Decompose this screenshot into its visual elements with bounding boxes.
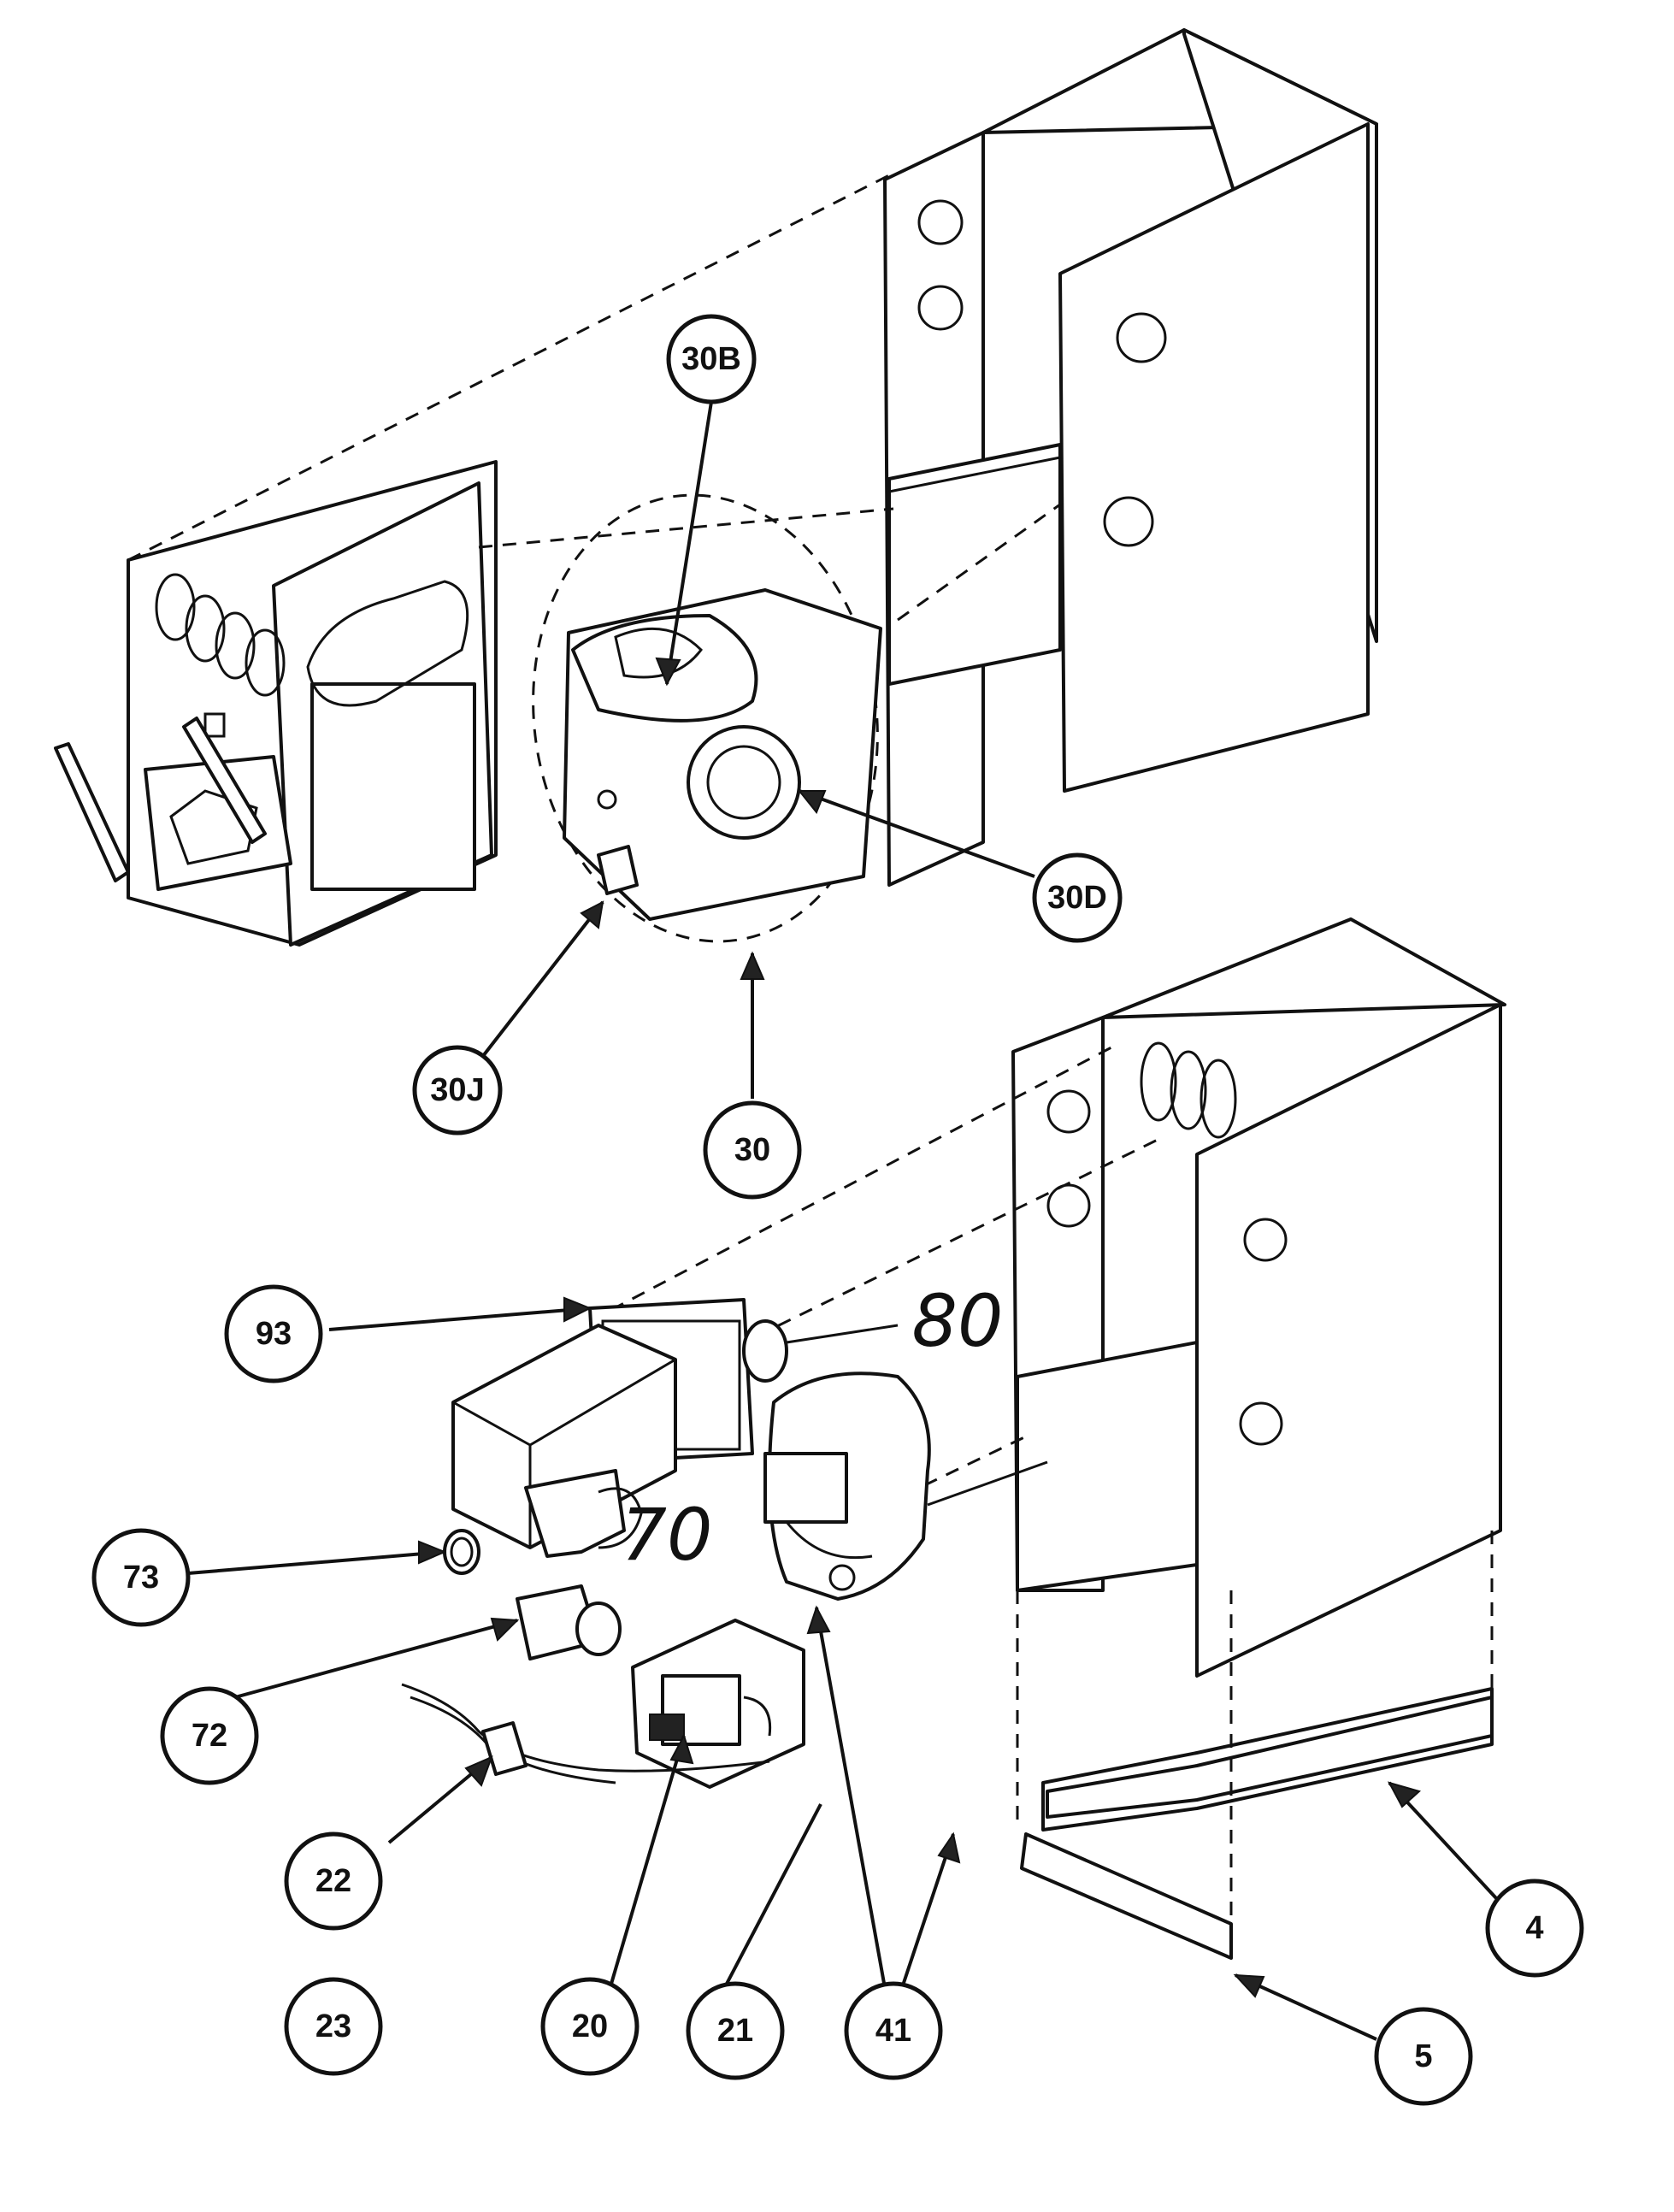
callout-20: 20 <box>540 1977 640 2076</box>
callout-label-93: 93 <box>256 1316 292 1352</box>
callout-label-21: 21 <box>717 2013 753 2049</box>
callout-label-20: 20 <box>572 2008 608 2044</box>
callout-72: 72 <box>160 1686 259 1785</box>
callout-label-41: 41 <box>875 2013 911 2049</box>
blower-assembly <box>532 493 882 943</box>
callout-93: 93 <box>224 1284 323 1383</box>
callout-label-30D: 30D <box>1047 880 1107 916</box>
burner-assembly <box>451 1298 754 1558</box>
callout-23: 23 <box>284 1977 383 2076</box>
callout-5: 5 <box>1374 2007 1473 2106</box>
wiring-harness <box>401 1683 770 1784</box>
callout-73: 73 <box>91 1528 191 1627</box>
lower-cabinet <box>1011 917 1506 1960</box>
coupling-and-switch <box>443 1529 622 1660</box>
callout-label-73: 73 <box>123 1560 159 1596</box>
upper-cabinet <box>883 28 1378 887</box>
heat-exchanger-assembly <box>54 460 498 947</box>
callout-41: 41 <box>844 1981 943 2080</box>
callout-label-30: 30 <box>734 1132 770 1168</box>
callout-label-5: 5 <box>1414 2038 1432 2074</box>
callout-label-4: 4 <box>1525 1910 1543 1946</box>
callout-21: 21 <box>686 1981 785 2080</box>
callout-label-30J: 30J <box>430 1072 484 1108</box>
callout-label-72: 72 <box>192 1718 227 1754</box>
callout-4: 4 <box>1485 1879 1584 1978</box>
callout-label-23: 23 <box>315 2008 351 2044</box>
handwritten-label-80: 80 <box>912 1279 1004 1363</box>
callout-30B: 30B <box>666 314 757 404</box>
callout-30: 30 <box>703 1100 802 1200</box>
handwritten-label-70: 70 <box>622 1493 713 1577</box>
callout-22: 22 <box>284 1832 383 1931</box>
callout-label-22: 22 <box>315 1863 351 1899</box>
callout-30J: 30J <box>412 1045 503 1135</box>
inducer-assembly <box>742 1319 1048 1601</box>
control-box <box>631 1619 805 1789</box>
callout-30D: 30D <box>1032 852 1123 943</box>
callout-label-30B: 30B <box>681 341 741 377</box>
